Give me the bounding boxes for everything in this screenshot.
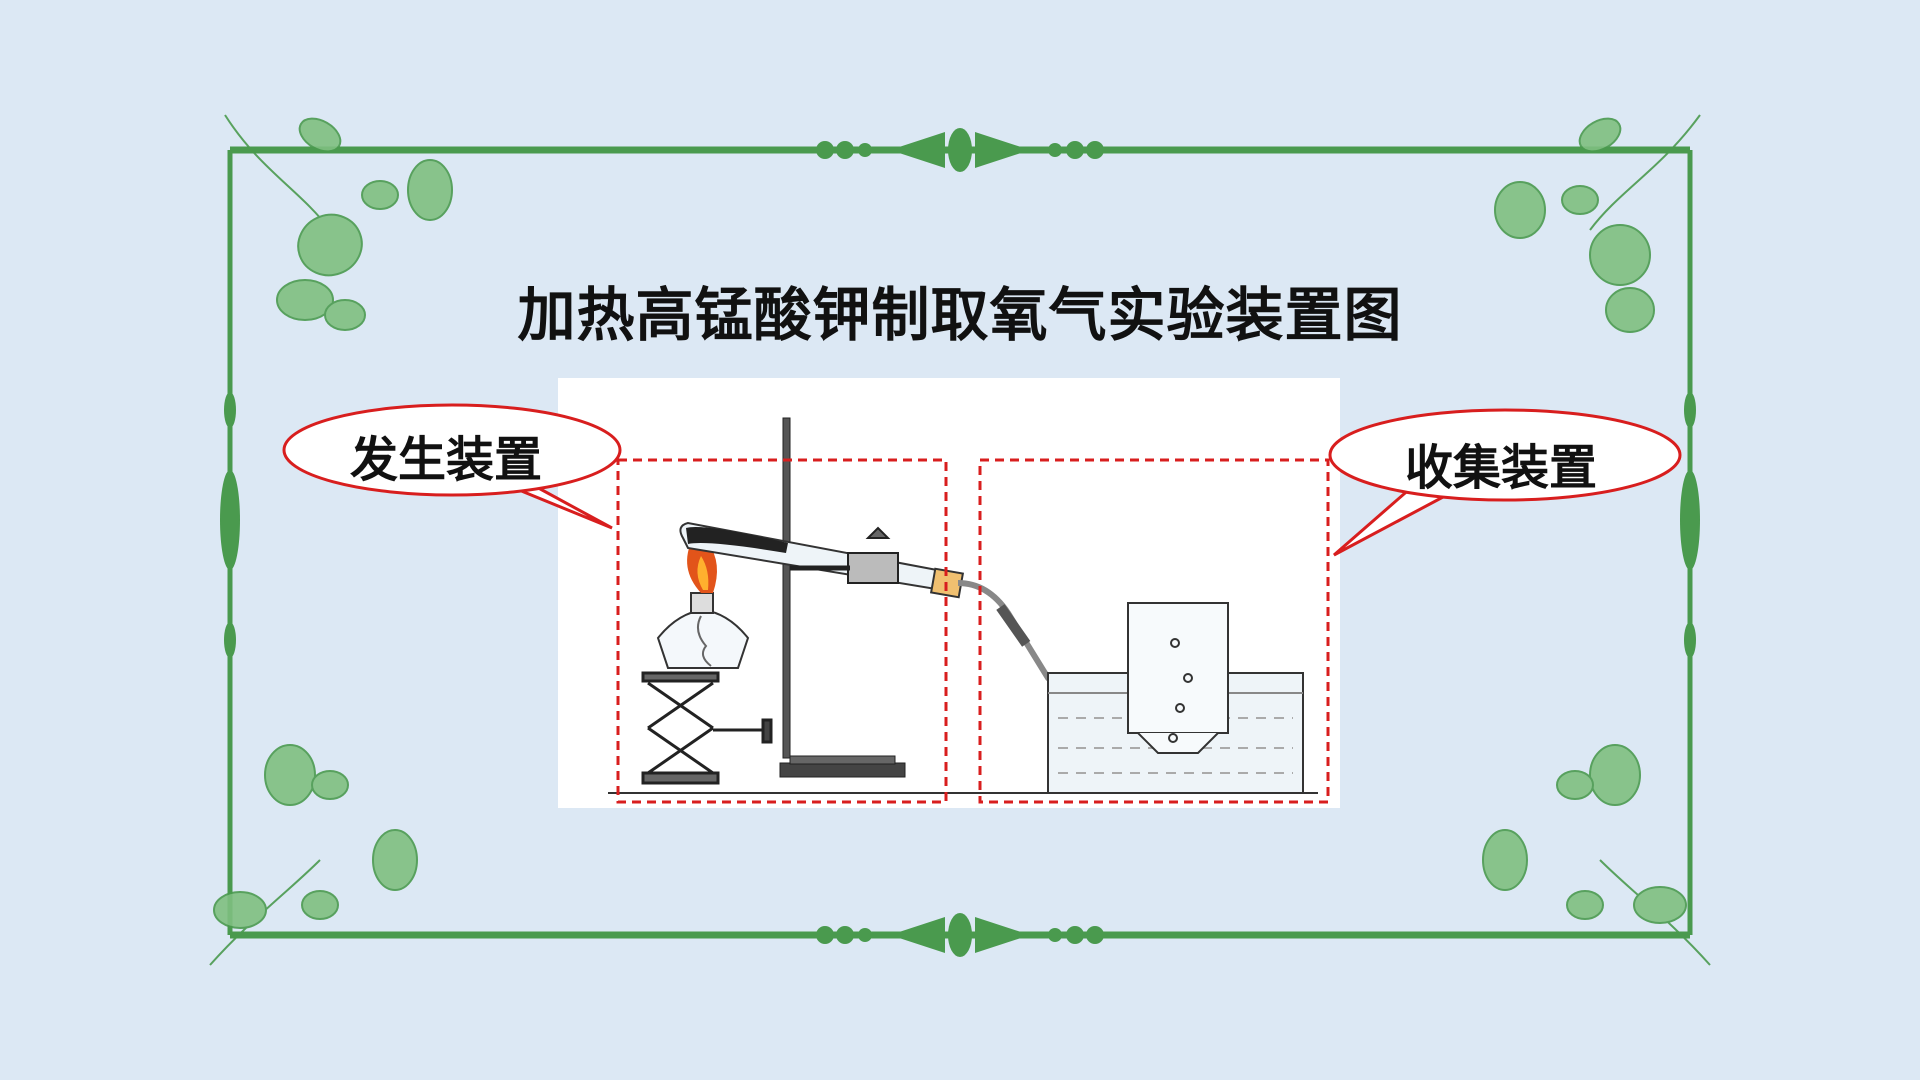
- top-center-ornament: [816, 128, 1104, 172]
- lab-jack: [641, 671, 773, 785]
- delivery-tube: [957, 580, 1168, 746]
- iron-stand: [779, 417, 906, 778]
- flourish-bottom-left: [209, 744, 418, 966]
- generation-label: 发生装置: [350, 432, 543, 488]
- flourish-top-left: [224, 114, 453, 331]
- alcohol-lamp: [656, 592, 750, 669]
- collection-region-box: [978, 458, 1330, 804]
- collection-callout: [1328, 408, 1682, 557]
- collection-label: 收集装置: [1405, 440, 1598, 496]
- bottom-center-ornament: [816, 913, 1104, 957]
- generation-region-box: [616, 458, 948, 804]
- flourish-top-right: [1494, 114, 1701, 333]
- flourish-bottom-right: [1482, 744, 1711, 966]
- apparatus-diagram: [558, 378, 1340, 808]
- page-title: 加热高锰酸钾制取氧气实验装置图: [517, 281, 1403, 349]
- clamp: [790, 526, 899, 584]
- gas-collection-bottle: [1127, 602, 1229, 754]
- generation-callout: [282, 403, 622, 530]
